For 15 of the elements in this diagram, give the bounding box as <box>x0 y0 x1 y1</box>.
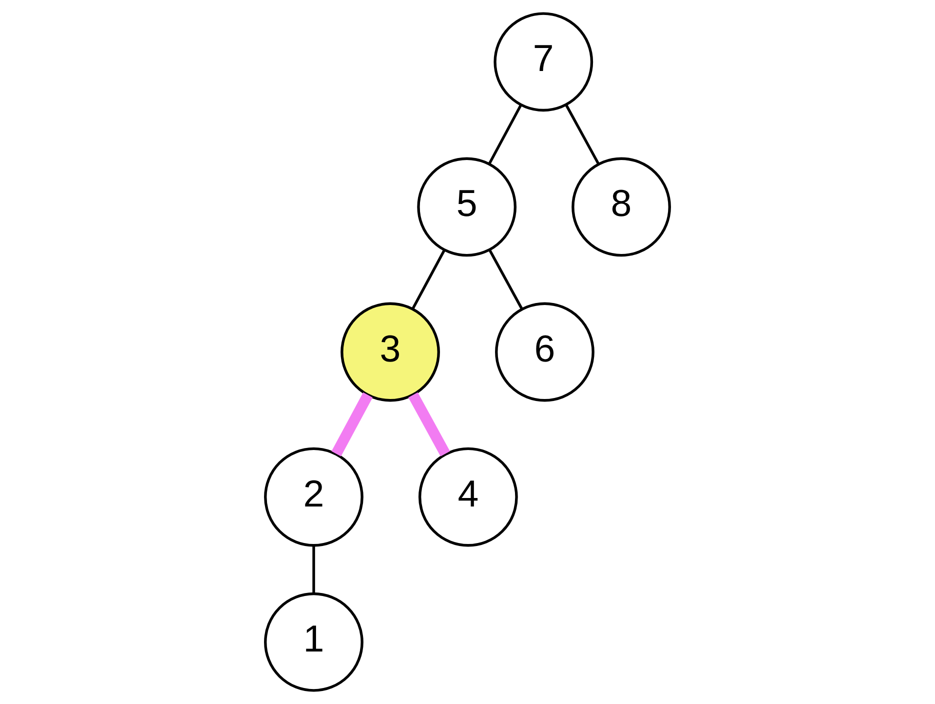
node-circle: 7 <box>494 12 594 112</box>
connector <box>408 392 450 456</box>
node-circle: 1 <box>264 592 364 692</box>
node-circle: 4 <box>418 447 518 547</box>
connector <box>312 545 316 594</box>
connector <box>488 249 523 310</box>
connector <box>332 392 373 456</box>
node-circle: 8 <box>572 157 671 257</box>
connector <box>412 249 446 310</box>
connector <box>488 104 522 164</box>
node-circle: 5 <box>417 157 517 257</box>
node-circle: 6 <box>495 302 594 402</box>
node-circle: 2 <box>264 447 364 547</box>
connector <box>564 104 600 164</box>
node-circle: 3 <box>340 302 440 402</box>
